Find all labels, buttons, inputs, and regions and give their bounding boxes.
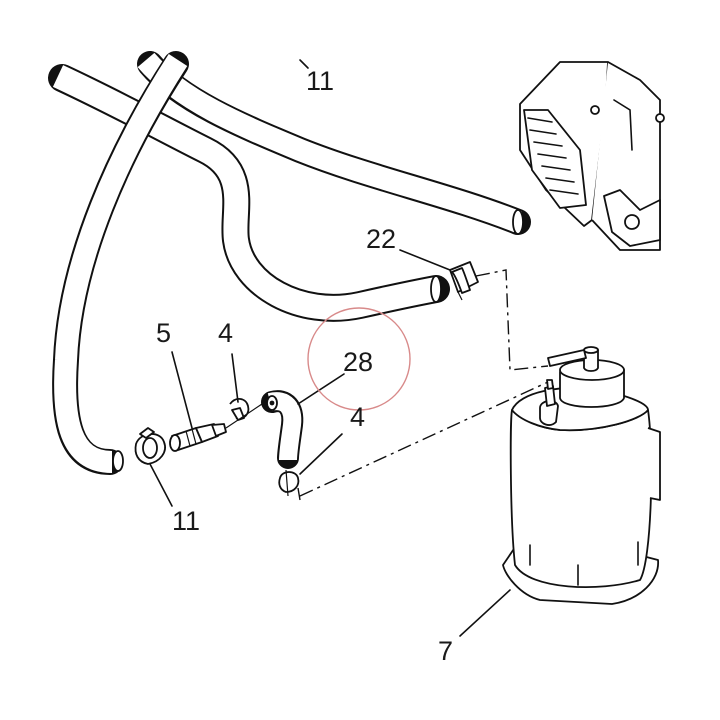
- clamp-22: [449, 261, 479, 301]
- canister-7: [502, 346, 661, 605]
- callout-4-upper: 4: [218, 318, 233, 348]
- clamp-11-lower: [134, 427, 166, 465]
- highlight-circle: [307, 307, 411, 411]
- callout-11-bottom: 11: [172, 506, 200, 536]
- callout-11-top: 11: [306, 66, 334, 96]
- hose-upper: [48, 64, 450, 322]
- clamp-4-upper: [229, 398, 250, 421]
- valve-5: [169, 403, 263, 452]
- connection-lines: [297, 269, 549, 501]
- callout-5: 5: [156, 318, 171, 348]
- engine-part: [519, 61, 665, 251]
- callout-4-lower: 4: [350, 402, 365, 432]
- hose-left: [52, 51, 189, 475]
- callout-22: 22: [366, 224, 396, 254]
- callout-28: 28: [343, 347, 373, 377]
- hose-branch-upper: [137, 51, 531, 235]
- leader-lines: [149, 59, 511, 637]
- callout-7: 7: [438, 636, 453, 666]
- clamp-4-lower: [278, 469, 300, 497]
- elbow-hose-28: [261, 390, 304, 469]
